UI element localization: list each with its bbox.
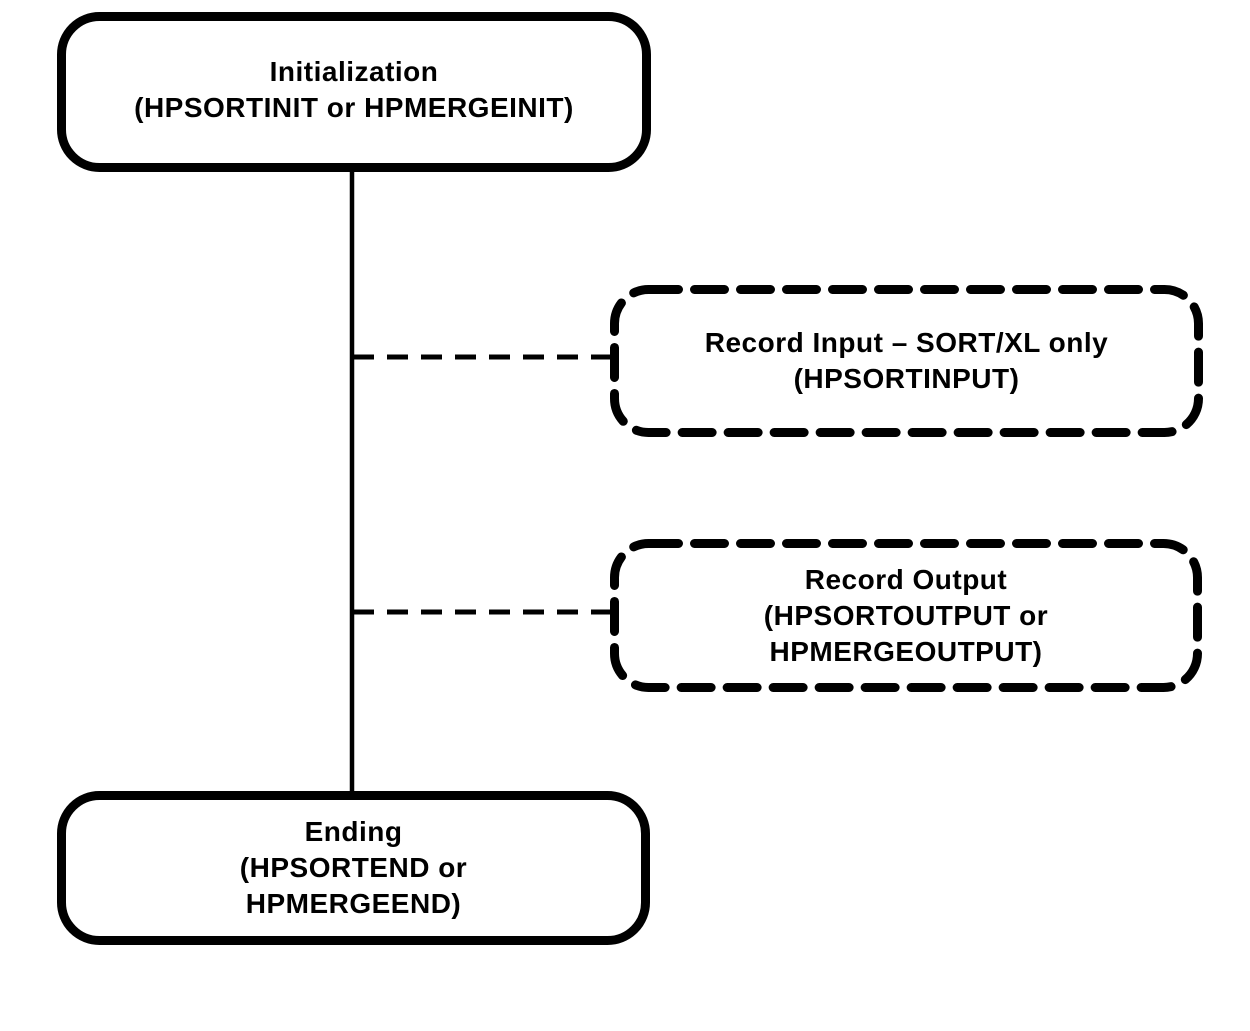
ending-intrinsics-2: HPMERGEEND) [245,888,462,919]
ending-box-outline [57,791,650,945]
initialization-box-outline [57,12,651,172]
record-input-title: Record Input – SORT/XL only [704,327,1109,358]
ending-box: Ending (HPSORTEND or HPMERGEEND) [57,791,650,945]
record-output-box-outline [610,539,1202,692]
record-input-box: Record Input – SORT/XL only (HPSORTINPUT… [610,285,1203,437]
ending-intrinsics-1: (HPSORTEND or [239,852,468,883]
initialization-box: Initialization (HPSORTINIT or HPMERGEINI… [57,12,651,168]
ending-title: Ending [304,816,403,847]
record-output-box: Record Output (HPSORTOUTPUT or HPMERGEOU… [610,539,1202,692]
record-input-box-outline [610,285,1203,437]
record-output-intrinsics-2: HPMERGEOUTPUT) [769,635,1043,667]
initialization-intrinsics: (HPSORTINIT or HPMERGEINIT) [134,92,574,123]
record-output-intrinsics-1: (HPSORTOUTPUT or [763,599,1049,631]
record-output-title: Record Output [804,563,1008,595]
record-input-intrinsics: (HPSORTINPUT) [793,363,1020,394]
initialization-title: Initialization [269,56,439,87]
